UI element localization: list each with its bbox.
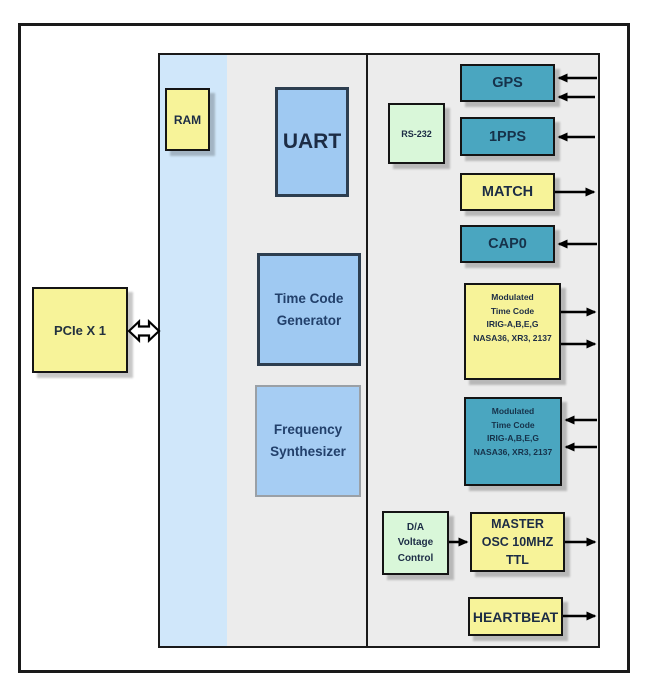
rs232-label: RS-232 [401, 128, 432, 139]
ram-label: RAM [173, 112, 202, 127]
match-label: MATCH [481, 184, 534, 200]
modulated-out-line4: NASA36, XR3, 2137 [473, 332, 552, 343]
da-line3: Control [397, 552, 434, 564]
pps-label: 1PPS [488, 128, 527, 145]
modulated-in-line1: Modulated [491, 406, 535, 416]
modulated-out-line1: Modulated [491, 292, 534, 302]
da-voltage-control-box: D/A Voltage Control [382, 511, 449, 575]
cap0-label: CAP0 [488, 236, 527, 252]
time-code-generator-box: Time Code Generator [257, 253, 361, 366]
uart-label: UART [282, 130, 342, 153]
modulated-time-code-input-box: Modulated Time Code IRIG-A,B,E,G NASA36,… [464, 397, 562, 486]
time-code-generator-label-line2: Generator [276, 312, 342, 328]
frequency-synthesizer-label-line1: Frequency [273, 422, 343, 438]
frequency-synthesizer-label-line2: Synthesizer [270, 444, 346, 459]
ram-box: RAM [165, 88, 210, 151]
modulated-in-line2: Time Code [491, 419, 535, 430]
master-osc-box: MASTER OSC 10MHZ TTL [470, 512, 565, 572]
rs232-box: RS-232 [388, 103, 445, 164]
pps-box: 1PPS [460, 117, 555, 156]
heartbeat-label: HEARTBEAT [472, 608, 559, 625]
da-line1: D/A [406, 521, 425, 533]
time-code-generator-label-line1: Time Code [274, 290, 344, 306]
modulated-out-line3: IRIG-A,B,E,G [486, 319, 539, 330]
gps-box: GPS [460, 64, 555, 102]
heartbeat-box: HEARTBEAT [468, 597, 563, 636]
master-osc-line1: MASTER [491, 516, 544, 531]
da-line2: Voltage [397, 537, 434, 549]
modulated-in-line3: IRIG-A,B,E,G [487, 433, 539, 444]
master-osc-line3: TTL [506, 553, 529, 568]
master-osc-line2: OSC 10MHZ [481, 534, 554, 549]
internal-bus-strip [160, 55, 227, 646]
cap0-box: CAP0 [460, 225, 555, 263]
uart-box: UART [275, 87, 349, 197]
gps-label: GPS [492, 75, 523, 91]
frequency-synthesizer-box: Frequency Synthesizer [255, 385, 361, 497]
pcie-label: PCIe X 1 [53, 322, 107, 338]
modulated-in-line4: NASA36, XR3, 2137 [473, 446, 553, 457]
match-box: MATCH [460, 173, 555, 211]
modulated-time-code-output-box: Modulated Time Code IRIG-A,B,E,G NASA36,… [464, 283, 561, 380]
modulated-out-line2: Time Code [490, 305, 535, 316]
pcie-box: PCIe X 1 [32, 287, 128, 373]
